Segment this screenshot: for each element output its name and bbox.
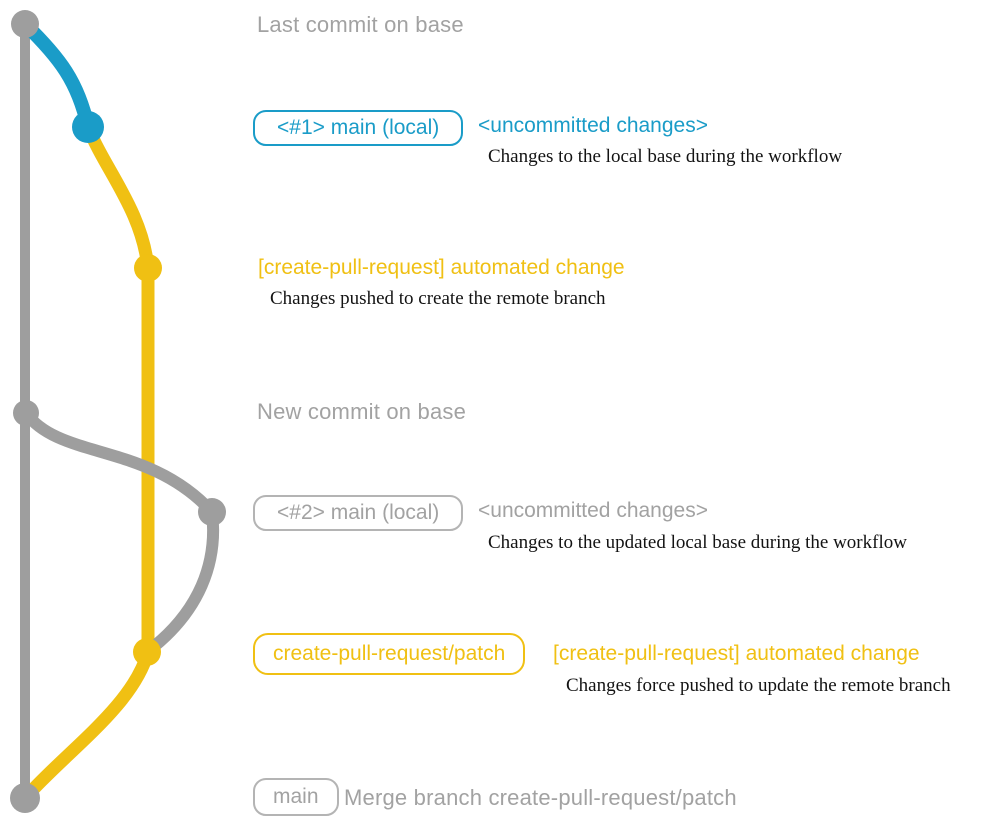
description-uncommitted-1: Changes to the local base during the wor…: [488, 146, 843, 167]
description-automated-1: Changes pushed to create the remote bran…: [270, 288, 606, 309]
description-automated-2: Changes force pushed to update the remot…: [566, 675, 951, 696]
badge-main-local-1: <#1> main (local): [253, 110, 464, 146]
badge-create-pull-request-patch: create-pull-request/patch: [253, 633, 526, 675]
description-uncommitted-2: Changes to the updated local base during…: [488, 532, 907, 553]
commit-node-automated-2: [133, 638, 161, 666]
commit-node-automated-1: [134, 254, 162, 282]
label-last-commit-on-base: Last commit on base: [257, 12, 464, 37]
commit-node-uncommitted-1: [72, 111, 104, 143]
git-graph: [10, 10, 226, 813]
label-merge-branch: Merge branch create-pull-request/patch: [344, 785, 737, 810]
label-new-commit-on-base: New commit on base: [257, 399, 467, 424]
heading-automated-change-2: [create-pull-request] automated change: [553, 642, 920, 665]
local-main-edge: [20, 18, 95, 129]
badge-main: main: [253, 778, 339, 816]
rebase-edge: [21, 409, 220, 657]
commit-node-uncommitted-2: [198, 498, 226, 526]
commit-node-last-base: [11, 10, 39, 38]
commit-node-new-base: [13, 400, 39, 426]
heading-uncommitted-changes-1: <uncommitted changes>: [478, 114, 708, 137]
heading-uncommitted-changes-2: <uncommitted changes>: [478, 499, 708, 522]
heading-automated-change-1: [create-pull-request] automated change: [258, 256, 625, 279]
commit-node-merge: [10, 783, 40, 813]
badge-main-local-2: <#2> main (local): [253, 495, 464, 531]
